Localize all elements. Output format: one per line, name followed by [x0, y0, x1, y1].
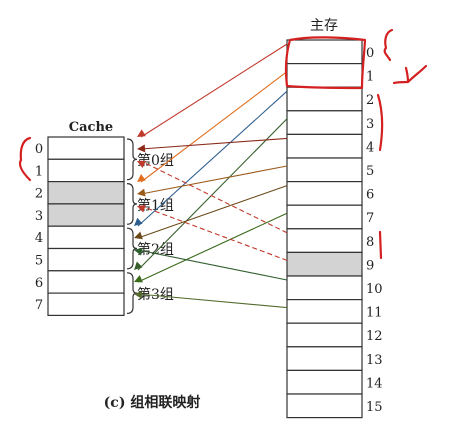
memory-block-label-11: 11: [366, 306, 383, 321]
annotation-mark-9: [378, 230, 383, 260]
cache-line-6: [47, 270, 125, 294]
mapping-arrow-2: [137, 90, 288, 227]
memory-block-7: [286, 204, 363, 230]
cache-line-7: [47, 292, 125, 317]
mapping-arrowhead-5: [137, 188, 146, 197]
mapping-arrowhead-8: [137, 160, 146, 169]
cache-line-0: [47, 136, 125, 160]
memory-block-11: [286, 299, 363, 324]
memory-block: [286, 39, 363, 419]
cache-line-2: [47, 181, 125, 205]
memory-block-label-6: 6: [366, 188, 374, 203]
mapping-arrow-8: [140, 160, 288, 234]
mapping-arrow-1: [140, 71, 288, 183]
mapping-arrowhead-4: [137, 144, 146, 153]
memory-block-label-1: 1: [366, 70, 374, 85]
memory-block-label-2: 2: [366, 93, 374, 108]
cache-line-label-1: 1: [35, 164, 43, 179]
memory-block-3: [286, 110, 363, 136]
mapping-arrows: [134, 43, 288, 309]
mapping-arrowhead-11: [134, 290, 143, 299]
memory-block-12: [286, 322, 363, 348]
annotation-bracket-2-4: [376, 93, 384, 152]
group-label-2: 第2组: [137, 241, 174, 258]
memory-block-0: [286, 39, 363, 65]
annotation-arrow: [392, 64, 428, 85]
memory-block-label-7: 7: [366, 211, 374, 226]
memory-block-label-5: 5: [366, 164, 374, 179]
memory-block-14: [286, 369, 363, 395]
memory-block-9: [286, 251, 363, 277]
cache-line-label-4: 4: [35, 231, 43, 246]
group-brace-3: [126, 272, 138, 314]
mapping-arrowhead-0: [137, 129, 146, 137]
cache-line-5: [47, 247, 125, 272]
cache-line-label-2: 2: [35, 187, 43, 202]
memory-block-label-12: 12: [366, 329, 383, 344]
memory-title: 主存: [310, 18, 338, 34]
mapping-arrowhead-2: [134, 217, 143, 226]
memory-block-6: [286, 181, 363, 206]
cache-line-label-6: 6: [35, 276, 43, 291]
handwritten-annotations: [18, 28, 428, 260]
memory-block-label-10: 10: [366, 282, 383, 297]
cache-block: [47, 136, 125, 317]
cache-line-1: [47, 158, 125, 183]
cache-line-label-0: 0: [35, 142, 43, 157]
mapping-arrow-7: [137, 212, 288, 283]
memory-block-label-9: 9: [366, 258, 374, 273]
memory-block-label-14: 14: [366, 376, 383, 391]
caption: (c) 组相联映射: [104, 394, 201, 411]
memory-block-2: [286, 86, 363, 112]
mapping-arrowhead-3: [134, 261, 143, 270]
mapping-arrow-9: [140, 205, 288, 261]
memory-block-5: [286, 157, 363, 183]
memory-block-13: [286, 346, 363, 371]
annotation-box-memory: [284, 36, 367, 90]
memory-block-label-4: 4: [366, 140, 374, 155]
memory-block-15: [286, 393, 363, 419]
memory-block-4: [286, 133, 363, 159]
group-brace-1: [126, 183, 138, 225]
group-brace-0: [126, 138, 138, 181]
mapping-arrowhead-9: [137, 204, 146, 213]
cache-title: Cache: [69, 120, 113, 135]
group-brace-2: [126, 227, 138, 270]
mapping-arrow-5: [140, 165, 288, 195]
mapping-arrowhead-6: [134, 231, 143, 240]
memory-block-label-3: 3: [366, 117, 374, 132]
memory-block-8: [286, 228, 363, 254]
cache-line-label-7: 7: [35, 298, 43, 313]
cache-line-3: [47, 203, 125, 227]
group-braces: [126, 138, 138, 314]
memory-block-1: [286, 62, 363, 88]
mapping-arrowhead-10: [134, 247, 143, 256]
memory-block-label-15: 15: [366, 400, 383, 415]
mapping-arrow-6: [137, 185, 288, 239]
memory-block-10: [286, 275, 363, 301]
mapping-arrow-3: [137, 118, 288, 271]
mapping-arrow-11: [137, 293, 288, 309]
mapping-arrow-4: [140, 137, 288, 150]
cache-line-label-5: 5: [35, 254, 43, 269]
annotation-bracket-0-1: [383, 28, 394, 62]
cache-line-4: [47, 225, 125, 250]
memory-block-label-13: 13: [366, 353, 383, 368]
mapping-arrowhead-7: [134, 275, 143, 283]
mapping-arrowhead-1: [137, 174, 146, 182]
memory-block-label-8: 8: [366, 235, 374, 250]
cache-line-label-3: 3: [35, 209, 43, 224]
cache-line-labels: 0 1 2 3 4 5 6 7: [35, 142, 43, 313]
mapping-arrow-0: [140, 43, 288, 138]
annotation-bracket-cache: [18, 136, 32, 182]
memory-block-label-0: 0: [366, 46, 374, 61]
mapping-arrow-10: [137, 249, 288, 281]
group-label-3: 第3组: [137, 286, 174, 303]
